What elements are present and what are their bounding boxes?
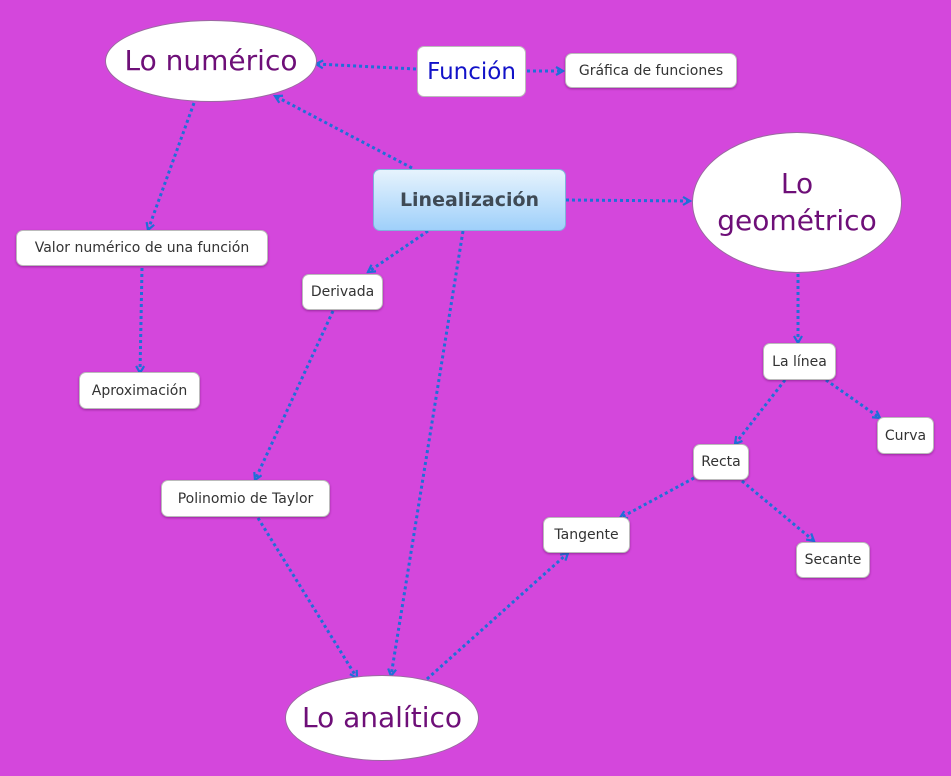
node-linealizacion[interactable]: Linealización bbox=[373, 169, 566, 231]
node-curva[interactable]: Curva bbox=[877, 417, 934, 454]
node-la-linea[interactable]: La línea bbox=[763, 343, 836, 380]
node-tangente[interactable]: Tangente bbox=[543, 517, 630, 553]
node-funcion[interactable]: Función bbox=[417, 46, 526, 97]
node-label: Secante bbox=[804, 552, 862, 568]
node-label-line2: geométrico bbox=[717, 203, 877, 237]
node-derivada[interactable]: Derivada bbox=[302, 274, 383, 310]
node-label: Linealización bbox=[399, 189, 540, 211]
node-label: Curva bbox=[884, 427, 927, 444]
node-label-line1: Lo bbox=[780, 167, 814, 201]
node-lo-geometrico[interactable]: Lo geométrico bbox=[692, 132, 902, 273]
node-label: Tangente bbox=[554, 527, 619, 543]
node-label: Lo numérico bbox=[124, 43, 298, 77]
node-lo-numerico[interactable]: Lo numérico bbox=[105, 20, 317, 102]
node-valor-numerico[interactable]: Valor numérico de una función bbox=[16, 230, 268, 266]
node-recta[interactable]: Recta bbox=[693, 444, 749, 480]
node-lo-analitico[interactable]: Lo analítico bbox=[285, 675, 479, 761]
node-label: La línea bbox=[772, 353, 827, 370]
node-label: Función bbox=[427, 58, 516, 85]
node-label: Recta bbox=[701, 454, 741, 470]
node-label: Derivada bbox=[310, 284, 375, 300]
node-polinomio-taylor[interactable]: Polinomio de Taylor bbox=[161, 480, 330, 517]
node-label: Polinomio de Taylor bbox=[177, 490, 314, 507]
node-grafica-funciones[interactable]: Gráfica de funciones bbox=[565, 53, 737, 88]
node-label: Gráfica de funciones bbox=[578, 62, 724, 79]
node-secante[interactable]: Secante bbox=[796, 542, 870, 578]
node-label: Valor numérico de una función bbox=[34, 240, 250, 256]
node-aproximacion[interactable]: Aproximación bbox=[79, 372, 200, 409]
node-label: Aproximación bbox=[91, 382, 188, 399]
node-label: Lo analítico bbox=[301, 700, 463, 734]
